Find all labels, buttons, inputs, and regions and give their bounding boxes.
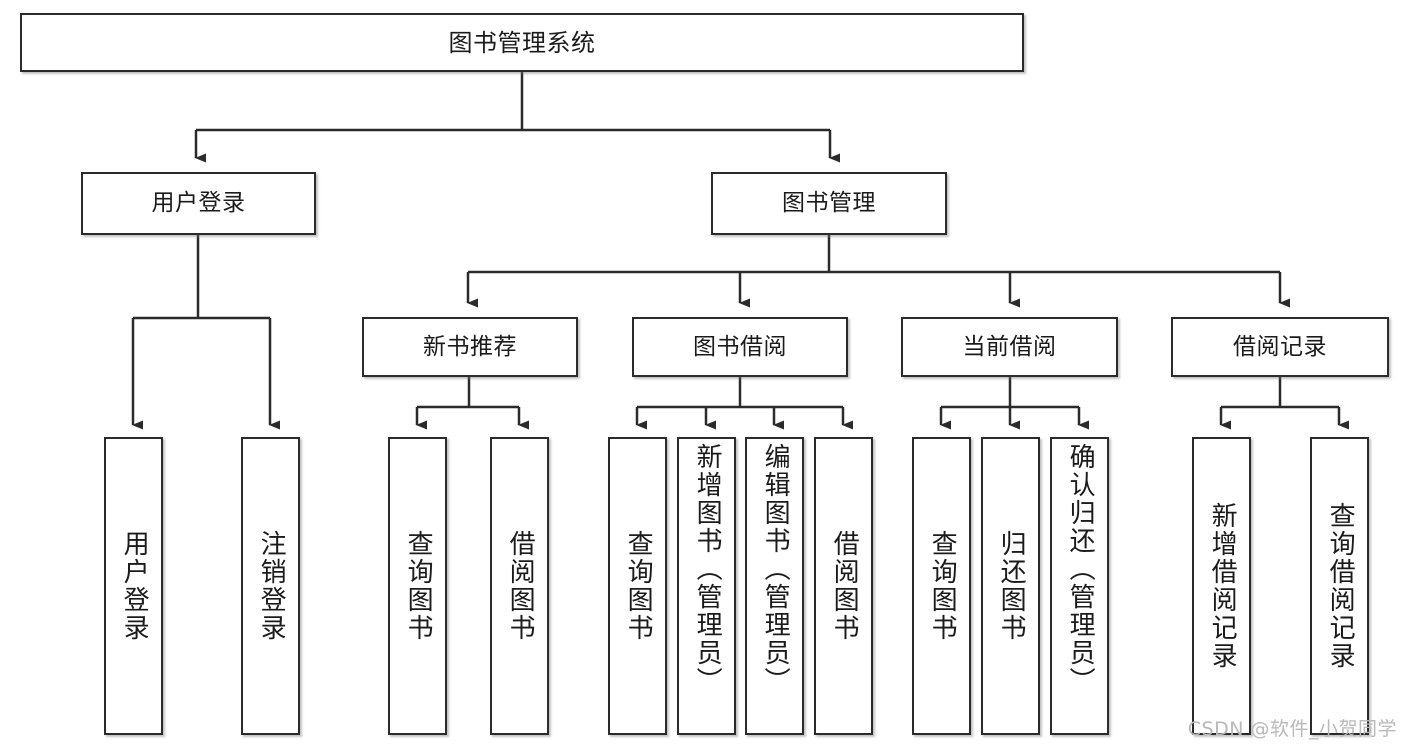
- node-label: 归还图书: [996, 530, 1027, 642]
- node-label: 用户登录: [119, 530, 150, 642]
- node-borrow-record[interactable]: 借阅记录: [1171, 317, 1389, 377]
- leaf-confirm-return-admin[interactable]: 确认归还（管理员）: [1050, 437, 1109, 735]
- node-label: 借阅图书: [829, 530, 860, 642]
- csdn-watermark: CSDN @软件_小贺同学: [1187, 718, 1397, 740]
- node-label: 借阅记录: [1233, 333, 1327, 360]
- node-current-borrow[interactable]: 当前借阅: [901, 317, 1118, 377]
- node-label: 查询图书: [403, 530, 434, 642]
- leaf-edit-book-admin[interactable]: 编辑图书（管理员）: [745, 437, 804, 735]
- leaf-logout-login[interactable]: 注销登录: [241, 437, 300, 735]
- node-label: 借阅图书: [505, 530, 536, 642]
- node-label: 注销登录: [256, 530, 287, 642]
- node-new-book-recommend[interactable]: 新书推荐: [362, 317, 578, 377]
- node-label: 图书管理系统: [448, 28, 596, 57]
- leaf-add-borrow-record[interactable]: 新增借阅记录: [1192, 437, 1251, 735]
- node-label: 图书借阅: [693, 333, 787, 360]
- node-book-borrow[interactable]: 图书借阅: [632, 317, 848, 377]
- node-label: 查询图书: [927, 530, 958, 642]
- node-root-library-system[interactable]: 图书管理系统: [20, 13, 1024, 72]
- leaf-query-book-borrow[interactable]: 查询图书: [608, 437, 667, 735]
- node-label: 新增图书（管理员）: [692, 443, 723, 695]
- leaf-return-book[interactable]: 归还图书: [981, 437, 1040, 735]
- node-user-login[interactable]: 用户登录: [81, 172, 316, 235]
- node-book-management[interactable]: 图书管理: [711, 172, 947, 235]
- leaf-query-book-current[interactable]: 查询图书: [912, 437, 971, 735]
- node-label: 确认归还（管理员）: [1065, 443, 1096, 695]
- leaf-borrow-book-recommend[interactable]: 借阅图书: [490, 437, 549, 735]
- leaf-query-borrow-record[interactable]: 查询借阅记录: [1310, 437, 1369, 735]
- leaf-add-book-admin[interactable]: 新增图书（管理员）: [677, 437, 736, 735]
- node-label: 当前借阅: [962, 333, 1057, 360]
- node-label: 查询图书: [623, 530, 654, 642]
- node-label: 编辑图书（管理员）: [760, 443, 791, 695]
- node-label: 新书推荐: [423, 333, 517, 360]
- node-label: 新增借阅记录: [1207, 502, 1238, 670]
- node-label: 用户登录: [151, 190, 246, 216]
- leaf-query-book-recommend[interactable]: 查询图书: [388, 437, 447, 735]
- node-label: 查询借阅记录: [1325, 502, 1356, 670]
- node-label: 图书管理: [782, 190, 876, 216]
- leaf-user-login[interactable]: 用户登录: [104, 437, 163, 735]
- leaf-borrow-book[interactable]: 借阅图书: [814, 437, 873, 735]
